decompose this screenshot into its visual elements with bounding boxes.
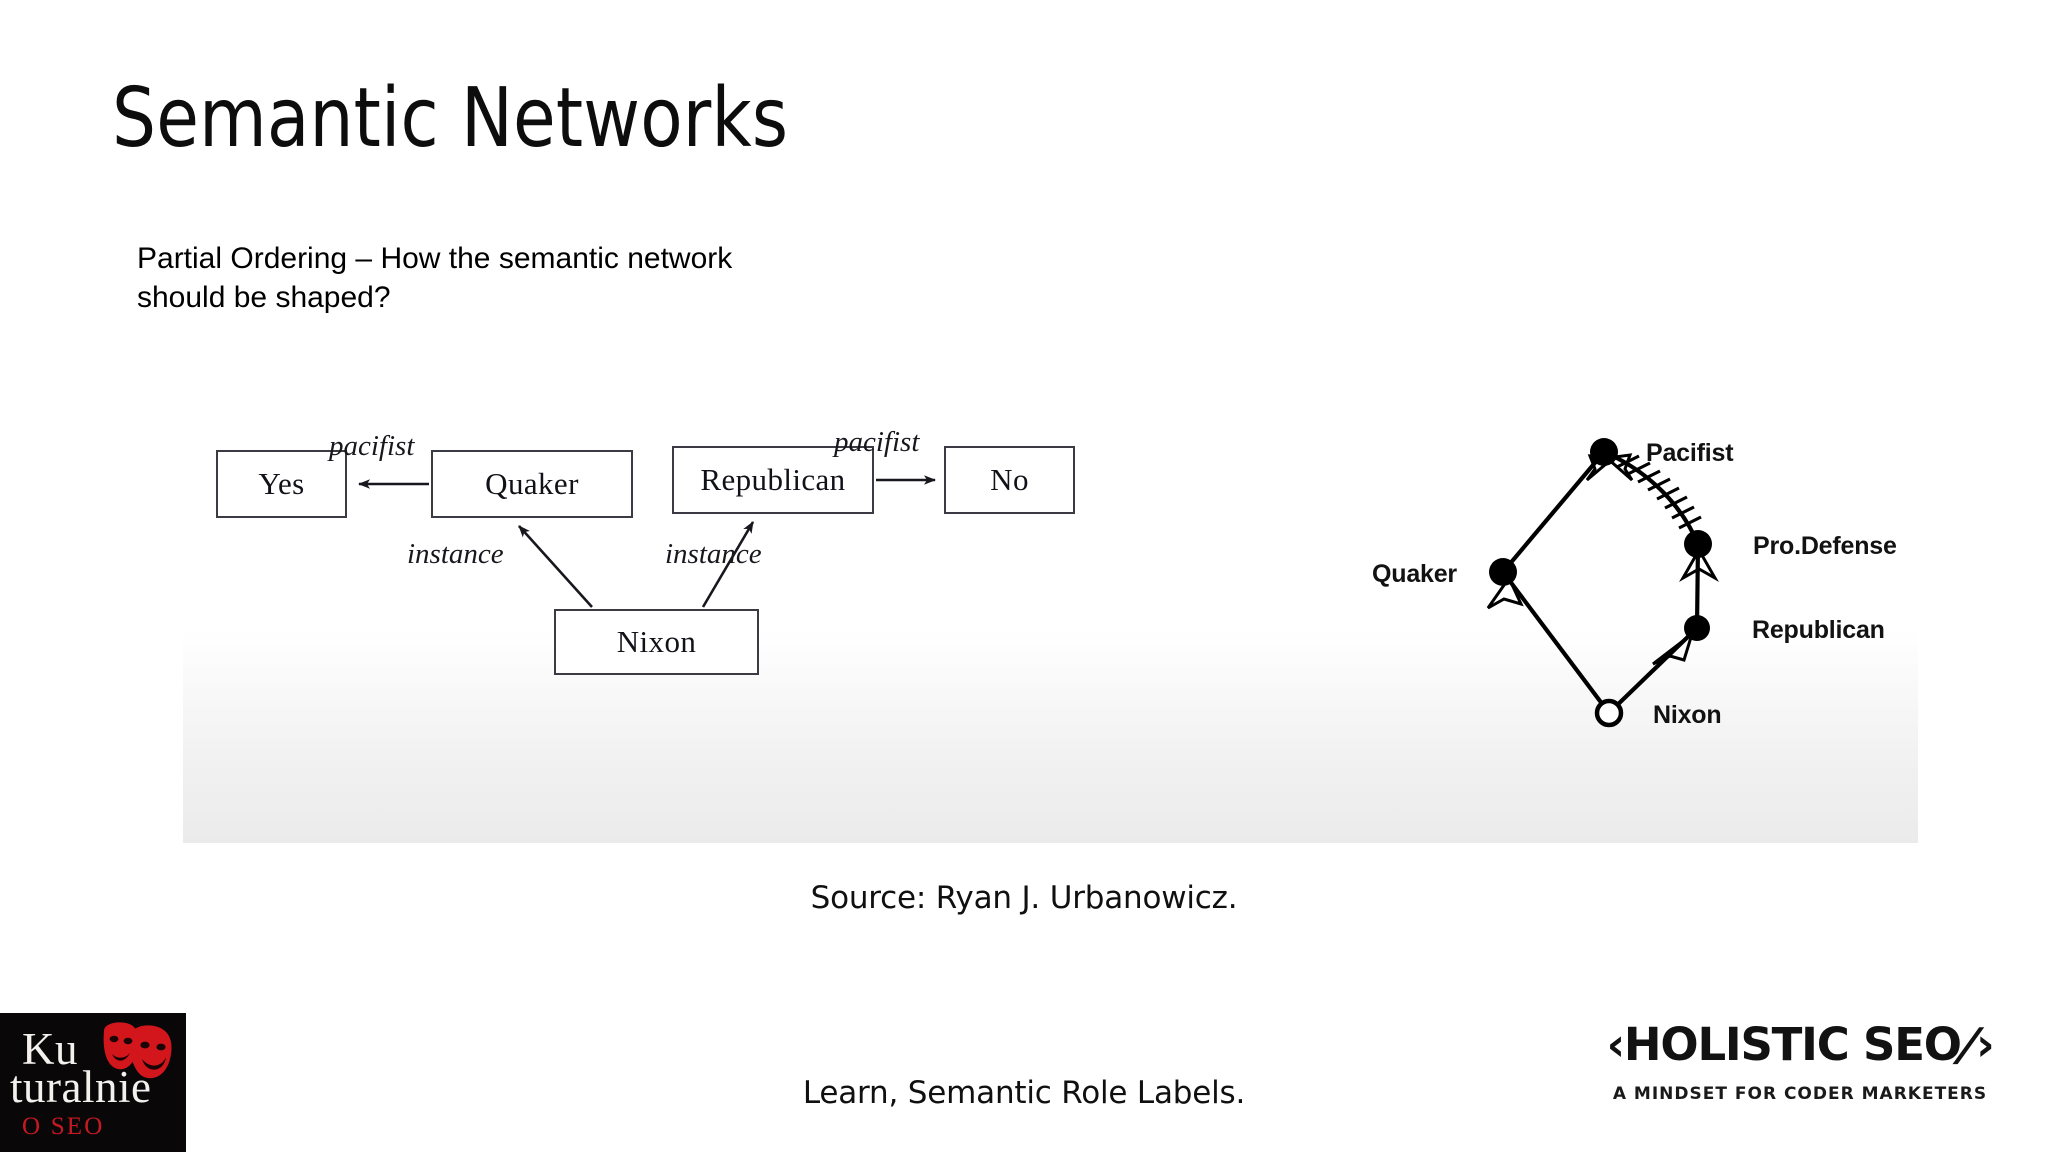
lattice-node-quaker <box>1489 558 1517 586</box>
lattice-label-quaker: Quaker <box>1372 560 1457 588</box>
lattice-arrowheads <box>1486 453 1719 666</box>
kulturalnie-logo: Ku turalnie O SEO <box>0 1013 186 1152</box>
figure-image-block: Yes Quaker Republican No Nixon pacifist … <box>183 380 1918 843</box>
net-node-no: No <box>944 446 1075 514</box>
lattice-label-republican: Republican <box>1752 616 1885 644</box>
net-node-quaker: Quaker <box>431 450 633 518</box>
holistic-seo-tagline: A MINDSET FOR CODER MARKETERS <box>1612 1084 1988 1104</box>
net-node-republican: Republican <box>672 446 874 514</box>
lattice-edge-nixon-quaker <box>1501 570 1611 715</box>
page-title: Semantic Networks <box>112 71 789 166</box>
theater-masks-icon <box>103 1022 172 1079</box>
source-caption: Source: Ryan J. Urbanowicz. <box>810 880 1238 916</box>
holistic-seo-wordmark-open: ‹HOLISTIC SEO <box>1606 1018 1962 1071</box>
logo-line-oseo: O SEO <box>22 1113 105 1140</box>
edge-label-pacifist-right: pacifist <box>834 426 920 458</box>
lattice-label-nixon: Nixon <box>1653 701 1722 729</box>
net-node-yes-label: Yes <box>258 466 305 501</box>
edge-label-instance-right: instance <box>665 538 762 570</box>
holistic-seo-logo: ‹HOLISTIC SEO/› A MINDSET FOR CODER MARK… <box>1590 1018 2010 1130</box>
left-diagram-edges <box>358 475 936 608</box>
edge-label-instance-left: instance <box>407 538 504 570</box>
net-node-nixon: Nixon <box>554 609 759 675</box>
lattice-label-pro-defense: Pro.Defense <box>1753 532 1897 560</box>
lattice-edge-quaker-pacifist <box>1501 450 1606 574</box>
learn-caption: Learn, Semantic Role Labels. <box>802 1075 1246 1111</box>
logo-line-turalnie: turalnie <box>10 1062 152 1112</box>
slide-subtitle: Partial Ordering – How the semantic netw… <box>137 242 733 314</box>
logo-line-ku: Ku <box>22 1024 78 1074</box>
lattice-node-nixon <box>1594 698 1624 728</box>
net-node-yes: Yes <box>216 450 347 518</box>
holistic-seo-wordmark: ‹HOLISTIC SEO/› <box>1590 1018 2010 1071</box>
net-node-no-label: No <box>990 462 1029 497</box>
lattice-node-pacifist <box>1590 438 1618 466</box>
net-node-quaker-label: Quaker <box>485 466 579 501</box>
lattice-edge-republican-prodefense <box>1694 543 1701 629</box>
lattice-node-pro-defense <box>1684 530 1712 558</box>
lattice-node-republican <box>1684 615 1710 641</box>
edge-nixon-republican <box>701 521 755 608</box>
edge-label-pacifist-left: pacifist <box>329 430 415 462</box>
right-diagram <box>1486 438 1719 728</box>
edge-nixon-quaker <box>518 525 593 608</box>
lattice-label-pacifist: Pacifist <box>1646 439 1734 467</box>
net-node-nixon-label: Nixon <box>616 624 697 659</box>
holistic-seo-wordmark-close: › <box>1976 1018 1995 1071</box>
diagram-svg <box>358 438 1719 728</box>
net-node-republican-label: Republican <box>700 462 846 497</box>
